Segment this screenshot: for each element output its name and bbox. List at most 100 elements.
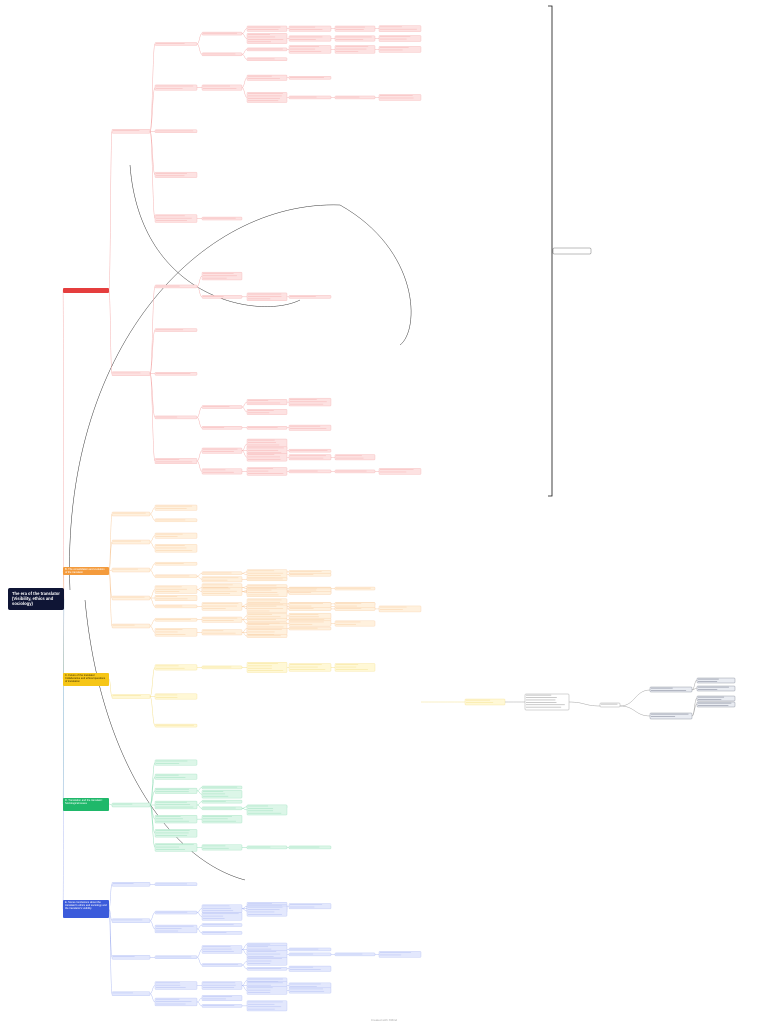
- topic-text-line: [156, 833, 189, 834]
- topic-text-line: [290, 619, 324, 620]
- gray-node[interactable]: [697, 678, 735, 683]
- topic-text-line: [203, 964, 238, 965]
- topic-text-line: [290, 39, 316, 40]
- subtopic-l1[interactable]: [112, 372, 150, 376]
- topic-text-line: [203, 918, 225, 919]
- topic-text-line: [203, 949, 232, 950]
- topic-text-line: [248, 806, 268, 807]
- topic-text-line: [203, 932, 226, 933]
- branch-1-topic[interactable]: [63, 288, 109, 293]
- topic-text-line: [248, 602, 280, 603]
- root-topic[interactable]: The era of the translator (Visibility, e…: [8, 588, 64, 610]
- topic-text-line: [601, 704, 617, 705]
- topic-text-line: [248, 59, 275, 60]
- branch-connector: [242, 407, 247, 412]
- branch-connector: [150, 986, 155, 994]
- summary-note[interactable]: [600, 703, 620, 707]
- topic-text-line: [203, 451, 234, 452]
- branch-connector: [150, 913, 155, 921]
- subtopic-l1[interactable]: [112, 512, 150, 516]
- topic-text-line: [113, 130, 139, 131]
- branch-connector: [109, 290, 112, 374]
- topic-text-line: [203, 996, 232, 997]
- topic-text-line: [248, 985, 271, 986]
- subtopic-l1[interactable]: [112, 540, 150, 544]
- topic-text-line: [156, 634, 185, 635]
- subtopic-l1[interactable]: [112, 129, 150, 133]
- topic-text-line: [156, 88, 183, 89]
- branch-connector: [197, 957, 202, 965]
- topic-text-line: [203, 951, 234, 952]
- topic-text-line: [113, 956, 135, 957]
- topic-text-line: [203, 588, 230, 589]
- subtopic-l1[interactable]: [112, 992, 150, 996]
- branch-2-topic[interactable]: B. The consolidation and evolution of th…: [63, 567, 109, 575]
- topic-text-line: [156, 761, 187, 762]
- branch-3-topic[interactable]: C. Future of the translator: Collaborati…: [63, 673, 109, 686]
- branch-connector: [692, 698, 697, 716]
- topic-text-line: [248, 944, 270, 945]
- topic-text-line: [290, 428, 326, 429]
- topic-text-line: [248, 595, 279, 596]
- topic-text-line: [290, 77, 324, 78]
- branch-connector: [242, 909, 247, 911]
- subtopic-l5[interactable]: [289, 96, 331, 99]
- subtopic-l5[interactable]: [289, 76, 331, 79]
- topic-text-line: [380, 26, 402, 27]
- topic-text-line: [248, 575, 281, 576]
- topic-text-line: [156, 629, 182, 630]
- topic-text-line: [156, 999, 179, 1000]
- summary-node[interactable]: [553, 248, 591, 254]
- topic-text-line: [156, 536, 178, 537]
- branch-connector: [242, 632, 247, 636]
- subtopic-l6[interactable]: [335, 96, 375, 99]
- topic-text-line: [248, 982, 283, 983]
- topic-text-line: [203, 406, 229, 407]
- gray-node[interactable]: [697, 702, 735, 707]
- topic-text-line: [526, 697, 557, 698]
- topic-text-line: [248, 570, 274, 571]
- topic-text-line: [203, 982, 235, 983]
- gray-node[interactable]: [697, 696, 735, 701]
- topic-text-line: [248, 98, 280, 99]
- subtopic-l1[interactable]: [112, 568, 150, 572]
- topic-text-line: [248, 299, 270, 300]
- subtopic-l1[interactable]: [112, 803, 150, 807]
- topic-text-line: [203, 591, 237, 592]
- topic-text-line: [290, 989, 323, 990]
- topic-text-line: [526, 704, 565, 705]
- branch-5-topic[interactable]: E. Some conclusions about the translator…: [63, 900, 109, 918]
- topic-text-line: [336, 664, 358, 665]
- subtopic-l1[interactable]: [112, 955, 150, 959]
- branch-connector: [242, 981, 247, 986]
- topic-text-line: [248, 663, 278, 664]
- branch-connector: [197, 929, 202, 933]
- subtopic-l1[interactable]: [112, 882, 150, 886]
- topic-text-line: [290, 590, 316, 591]
- topic-text-line: [651, 714, 688, 715]
- topic-text-line: [248, 1009, 275, 1010]
- gray-node[interactable]: [650, 687, 692, 692]
- subtopic-l1[interactable]: [112, 624, 150, 628]
- topic-text-line: [248, 585, 276, 586]
- topic-text-line: [290, 628, 318, 629]
- subtopic-l1[interactable]: [112, 596, 150, 600]
- branch-2-subtree: [109, 505, 421, 638]
- topic-text-line: [156, 807, 193, 808]
- topic-text-line: [290, 97, 317, 98]
- topic-text-line: [248, 1006, 281, 1007]
- topic-text-line: [156, 545, 185, 546]
- watermark: Created with XMind: [0, 1018, 768, 1022]
- branch-4-topic[interactable]: D. Translation and the translator: Socio…: [63, 798, 109, 811]
- branch-connector: [242, 78, 247, 88]
- topic-text-line: [248, 611, 269, 612]
- gray-node[interactable]: [697, 686, 735, 691]
- topic-text-line: [248, 579, 283, 580]
- topic-text-line: [336, 29, 364, 30]
- topic-text-line: [248, 632, 275, 633]
- subtopic-l1[interactable]: [112, 695, 150, 699]
- topic-text-line: [156, 576, 189, 577]
- topic-text-line: [156, 329, 183, 330]
- subtopic-l1[interactable]: [112, 919, 150, 923]
- topic-text-line: [203, 606, 237, 607]
